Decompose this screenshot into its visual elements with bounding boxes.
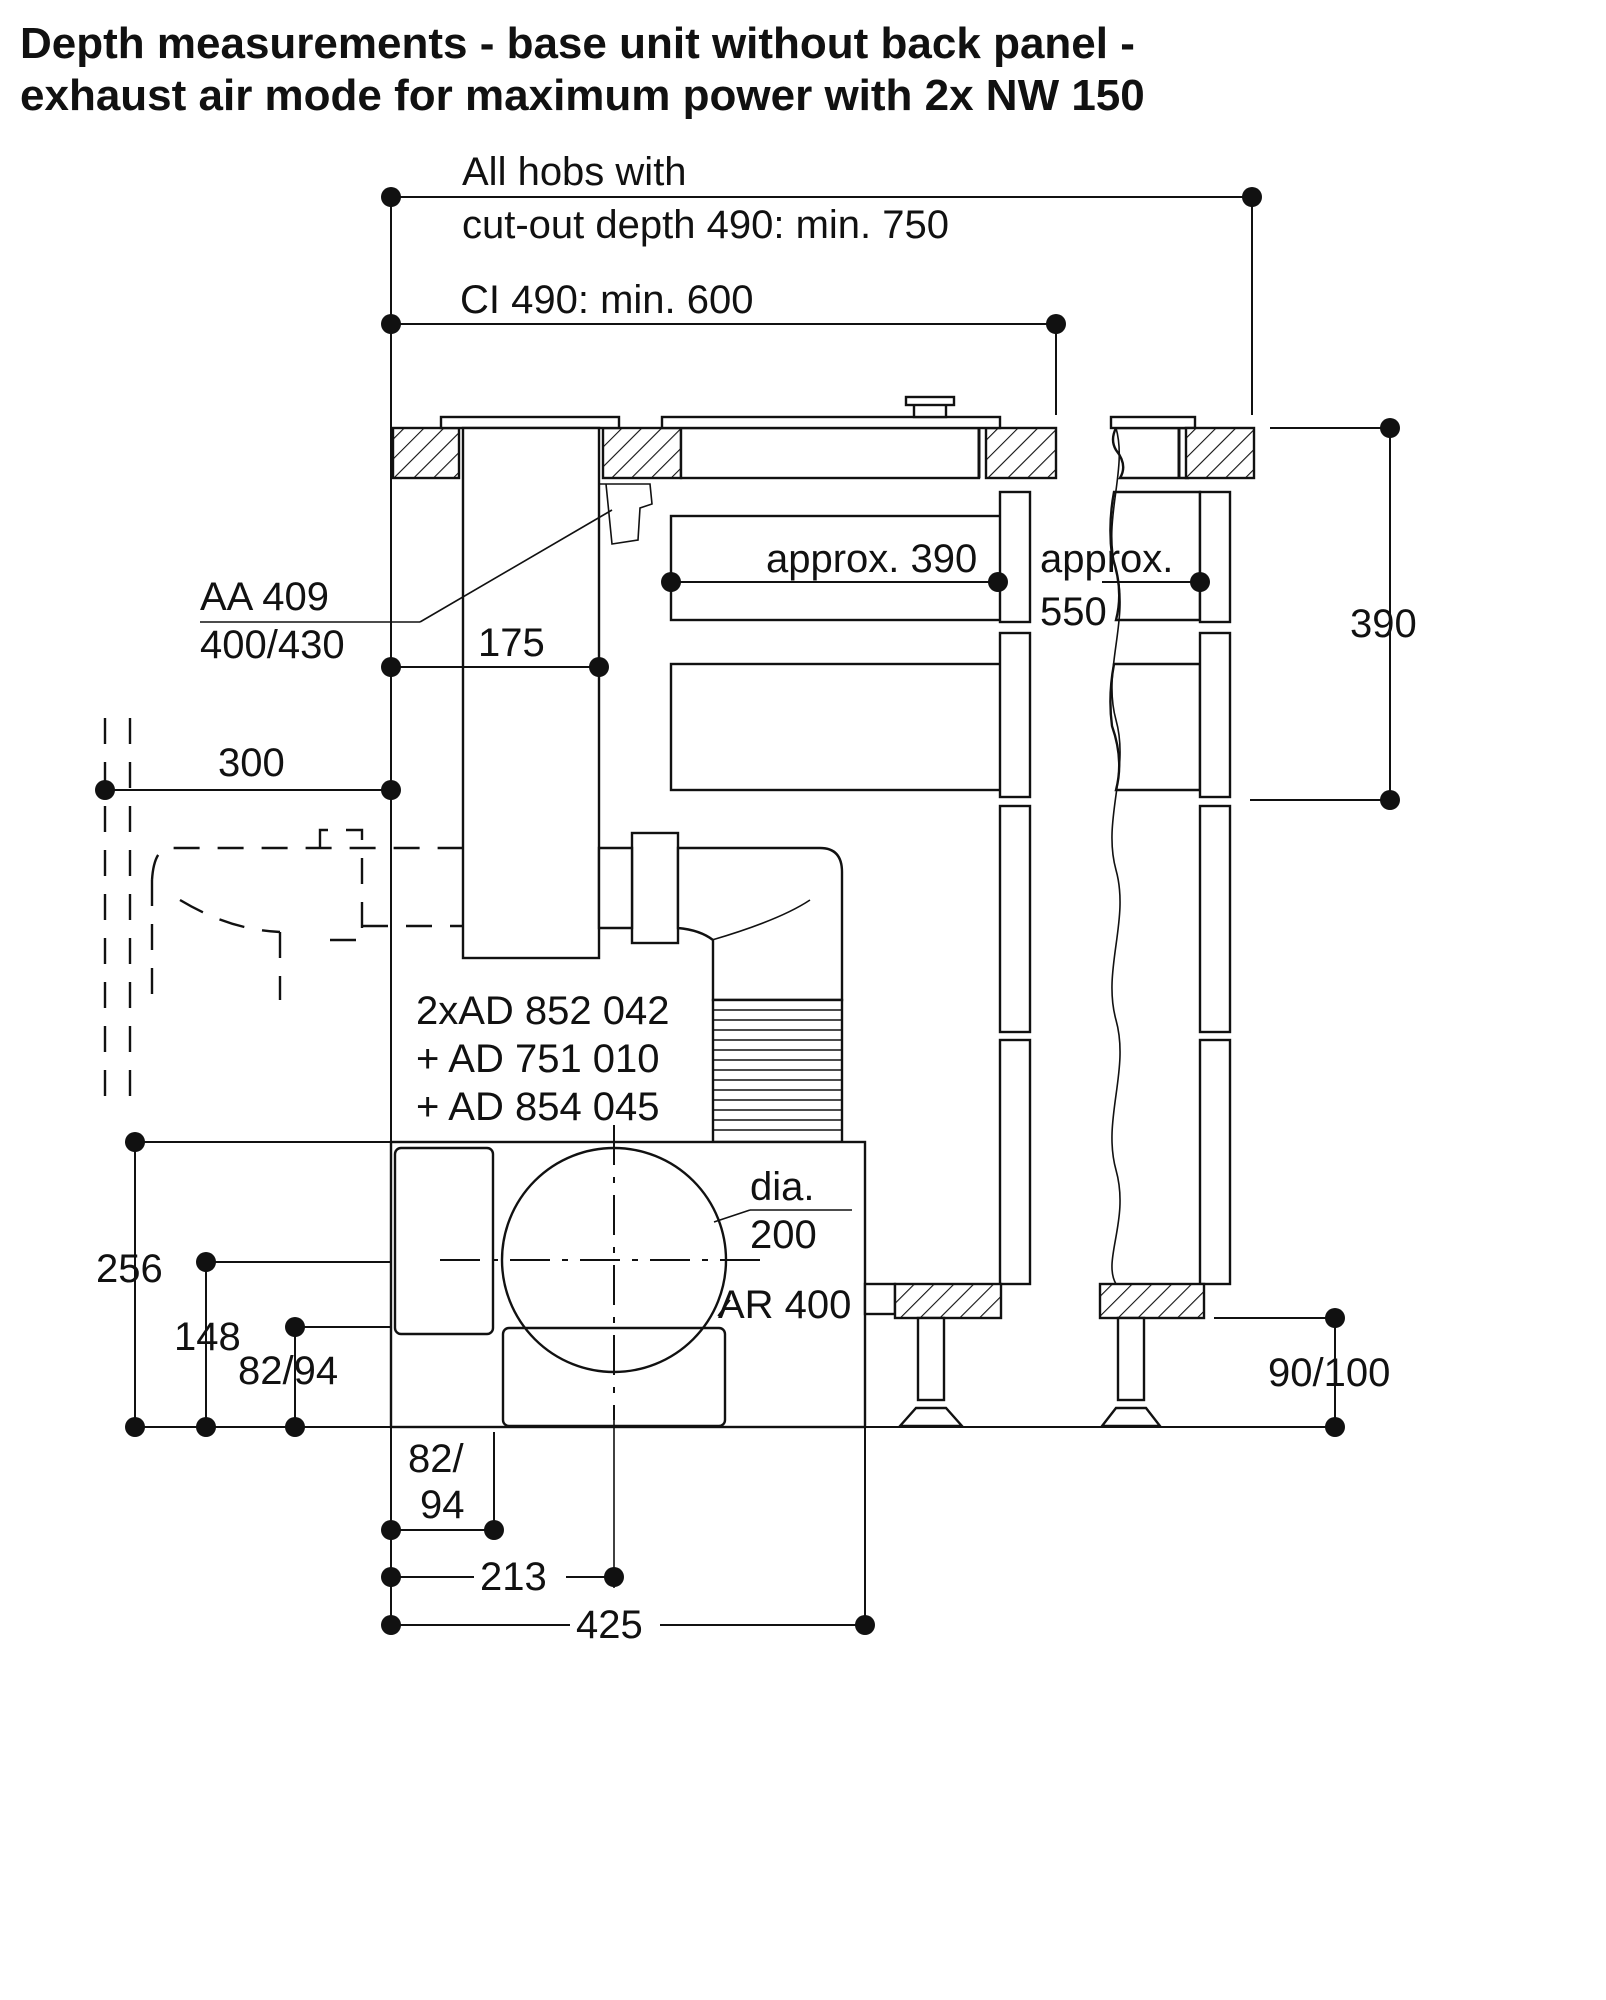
label-dim-390: 390 [1350,602,1417,646]
label-all-hobs-line-2: cut-out depth 490: min. 750 [462,203,949,247]
exhaust-duct: AA 409 400/430 [200,426,653,960]
title-line-2: exhaust air mode for maximum power with … [20,71,1145,120]
drawer-fronts [669,490,1032,1286]
label-approx-550-line-1: approx. [1040,537,1173,581]
label-dim-82-94: 82/94 [238,1349,338,1393]
page-title: Depth measurements - base unit without b… [20,18,1580,122]
label-aa-409-sizes: 400/430 [200,623,345,667]
worktop-left [391,395,1058,480]
dimension-425: 425 [381,1603,875,1647]
label-dim-213: 213 [480,1555,547,1599]
blower-unit: dia. 200 AR 400 [389,1125,867,1630]
dimension-all-hobs: All hobs with cut-out depth 490: min. 75… [381,150,1262,415]
dimension-148: 148 [174,1252,391,1437]
label-ci-490: CI 490: min. 600 [460,278,754,322]
dimension-175: 175 [381,621,609,677]
label-approx-390: approx. 390 [766,537,977,581]
label-aa-409: AA 409 [200,575,329,619]
dimension-213: 213 [381,1555,624,1599]
label-dim-82-94-bottom-line-2: 94 [420,1483,465,1527]
label-dia-line-1: dia. [750,1165,815,1209]
label-dim-148: 148 [174,1315,241,1359]
duct-elbow [597,831,844,1144]
label-dim-175: 175 [478,621,545,665]
label-ar-400: AR 400 [718,1283,851,1327]
label-dia-line-2: 200 [750,1213,817,1257]
label-dim-256: 256 [96,1247,163,1291]
right-drawer-fronts [1109,427,1232,1286]
label-all-hobs-line-1: All hobs with [462,150,687,194]
dimension-approx-390: approx. 390 [661,537,1008,592]
label-dim-300: 300 [218,741,285,785]
title-line-1: Depth measurements - base unit without b… [20,19,1135,68]
worktop-right: 390 [1109,415,1417,810]
label-ad-line-1: 2xAD 852 042 [416,989,670,1033]
dashed-outline: 300 [95,718,463,1112]
label-ad-line-2: + AD 751 010 [416,1037,660,1081]
label-dim-82-94-bottom-line-1: 82/ [408,1437,464,1481]
plinth-feet [391,1282,1335,1428]
label-dim-425: 425 [576,1603,643,1647]
dimension-approx-550: approx. 550 [1040,537,1210,634]
label-dim-90-100: 90/100 [1268,1351,1390,1395]
dimension-ci-490: CI 490: min. 600 [381,278,1066,415]
label-approx-550-line-2: 550 [1040,590,1107,634]
dimension-82-94: 82/94 [135,1317,391,1437]
dimension-82-94-bottom: 82/ 94 [381,1427,504,1630]
dimension-90-100: 90/100 [1214,1308,1390,1437]
flexible-hose [711,998,844,1144]
label-ad-line-3: + AD 854 045 [416,1085,660,1129]
